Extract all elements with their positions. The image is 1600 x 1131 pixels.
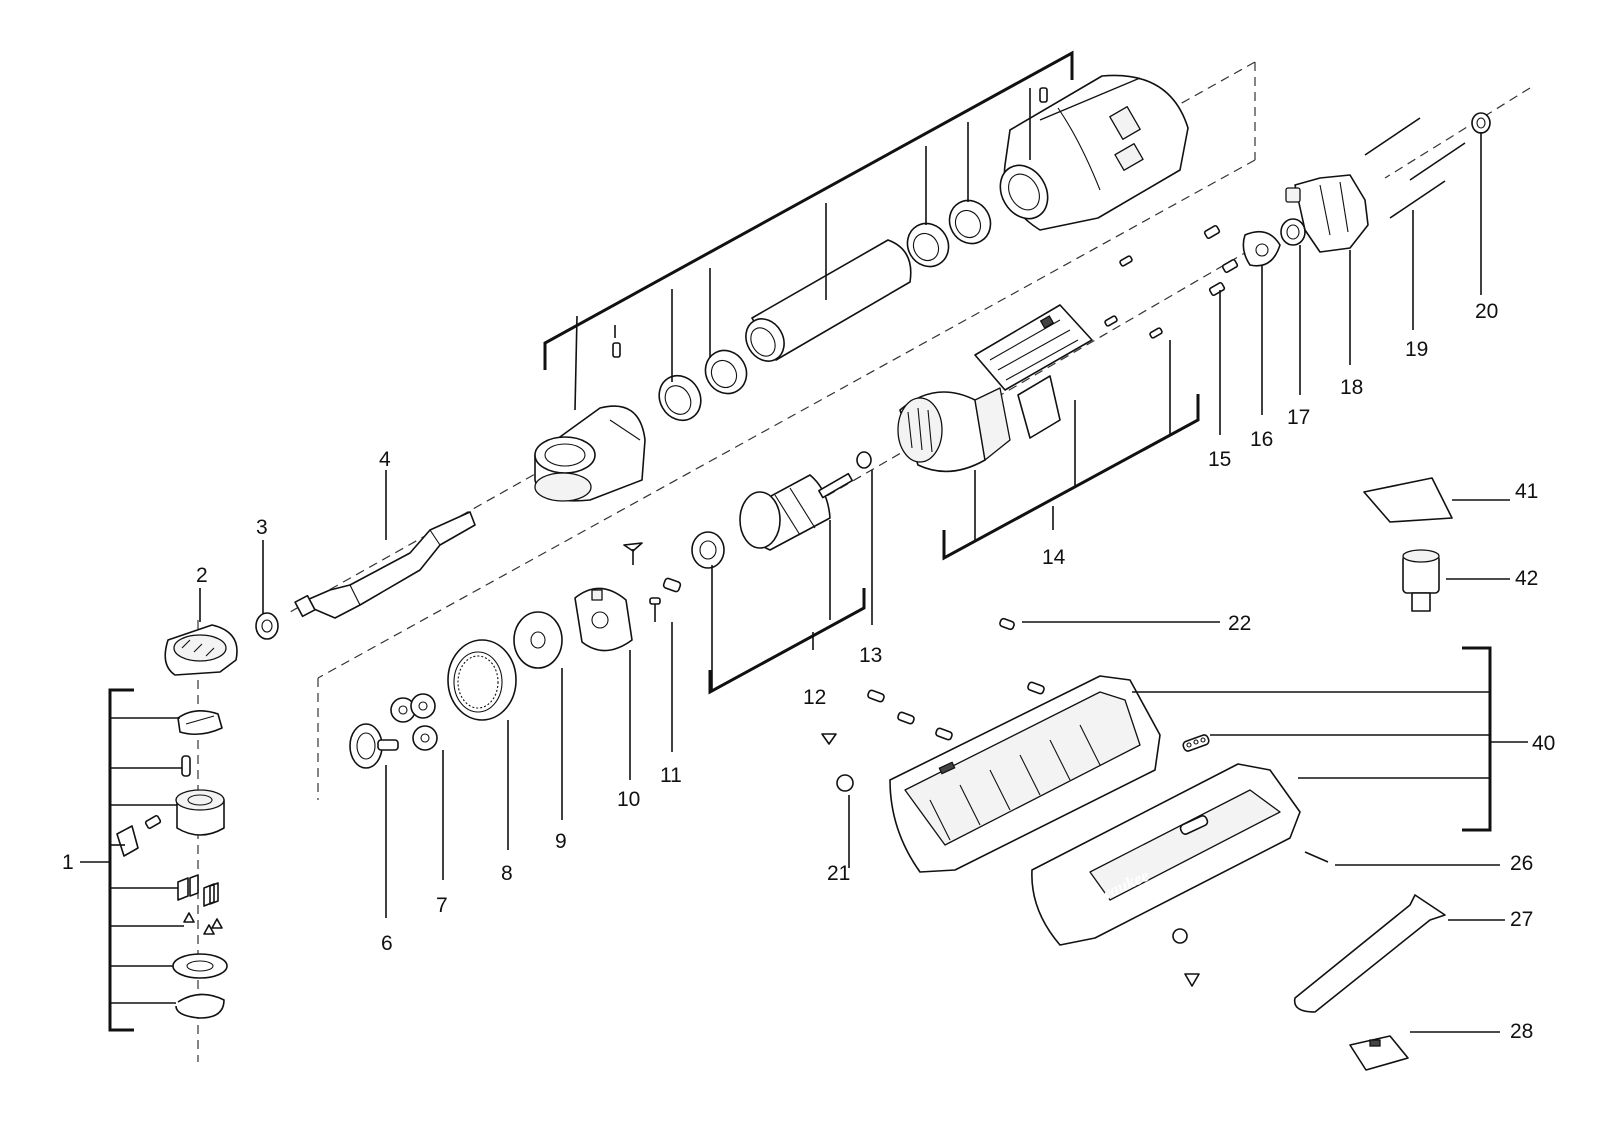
callout-14: 14 [1042, 546, 1066, 569]
bearing-plate [1242, 230, 1281, 267]
callout-26: 26 [1510, 852, 1533, 875]
label-part [1349, 1035, 1409, 1071]
callout-15: 15 [1208, 448, 1231, 471]
callout-20: 20 [1475, 300, 1498, 323]
main-leader-lines [199, 470, 673, 918]
shaft-nut [255, 612, 279, 640]
callout-22: 22 [1228, 612, 1251, 635]
pcb-module [974, 304, 1093, 439]
pin-part [1304, 851, 1329, 863]
callout-8: 8 [501, 862, 513, 885]
stator-bracket [942, 340, 1200, 561]
callout-28: 28 [1510, 1020, 1533, 1043]
callout-4: 4 [379, 448, 391, 471]
housing-small-parts [836, 774, 1200, 987]
callout-1: 1 [62, 851, 74, 874]
callout-3: 3 [256, 516, 268, 539]
rear-screws [1203, 224, 1239, 297]
ring-gear [447, 639, 517, 721]
callout-6: 6 [381, 932, 393, 955]
ratchet-kit-parts [116, 710, 228, 1019]
label-plate [1363, 477, 1453, 523]
gear-case-screws [623, 542, 682, 622]
stator [897, 387, 1011, 473]
callout-21: 21 [827, 862, 850, 885]
callout-7: 7 [436, 894, 448, 917]
callout-40: 40 [1532, 732, 1555, 755]
rotor [739, 472, 854, 551]
callout-19: 19 [1405, 338, 1428, 361]
head-pin-small [1039, 87, 1048, 103]
rotor-rear-bearing [856, 451, 872, 469]
callout-10: 10 [617, 788, 640, 811]
gear-case-plate [574, 587, 633, 652]
rear-leader-lines [1219, 132, 1482, 435]
drive-shaft [294, 511, 476, 619]
ratchet-head-housing [534, 405, 646, 502]
needle-bearing-lower [658, 349, 748, 422]
rear-nut [1471, 112, 1491, 134]
washer [513, 611, 563, 669]
housing-half-right: Milwaukee [1031, 763, 1301, 946]
callout-11: 11 [660, 764, 682, 787]
long-screws [1364, 117, 1466, 219]
end-cap [1285, 174, 1369, 253]
ratchet-yoke [164, 624, 238, 676]
head-housing [999, 74, 1189, 231]
socket-adapter [1402, 549, 1440, 612]
needle-bearing-upper [906, 199, 992, 268]
callout-42: 42 [1515, 567, 1538, 590]
pcb-screws [1104, 255, 1163, 339]
gear-carrier [349, 723, 399, 769]
rotor-bracket [708, 470, 873, 695]
callout-18: 18 [1340, 376, 1363, 399]
housing-contacts [1182, 734, 1210, 752]
callout-9: 9 [555, 830, 567, 853]
callout-41: 41 [1515, 480, 1538, 503]
callout-27: 27 [1510, 908, 1533, 931]
callout-13: 13 [859, 644, 882, 667]
callout-12: 12 [803, 686, 826, 709]
rotor-bearing [691, 531, 725, 569]
head-group-bracket [543, 50, 1074, 411]
callout-16: 16 [1250, 428, 1273, 451]
misc-leader-lines [1335, 499, 1510, 1033]
rear-bearing [1280, 218, 1306, 246]
housing-screws [821, 617, 1045, 745]
ratchet-kit-bracket [80, 688, 184, 1032]
housing-half-left [889, 675, 1161, 873]
callout-2: 2 [196, 564, 208, 587]
callout-17: 17 [1287, 406, 1310, 429]
planet-gears [390, 693, 438, 751]
belt-clip [1293, 894, 1446, 1013]
callout-numbers: 1 2 3 4 6 7 8 9 10 11 12 13 14 15 16 17 … [62, 300, 1555, 1043]
housing-bracket [848, 621, 1528, 868]
head-pin-left [612, 342, 621, 358]
extension-tube [745, 239, 912, 362]
